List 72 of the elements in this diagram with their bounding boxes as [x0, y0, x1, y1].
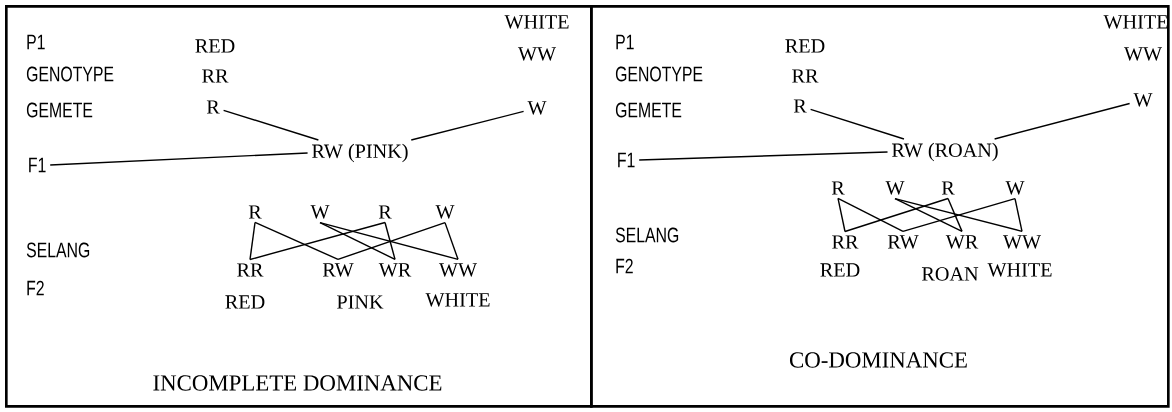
allele-text: RW [322, 263, 354, 277]
connector-line [444, 221, 459, 261]
allele-text: R [206, 100, 220, 114]
panel-box [5, 5, 593, 408]
phenotype-text: WHITE [987, 263, 1052, 277]
allele-text: RW (PINK) [312, 143, 408, 163]
allele-text: R [378, 205, 392, 219]
connector-line [384, 221, 396, 261]
row-label: SELANG [26, 242, 90, 258]
phenotype-text: RED [195, 39, 235, 53]
phenotype-text: WW [1123, 47, 1162, 61]
connector-line [319, 221, 459, 261]
row-label: F1 [618, 152, 635, 168]
allele-text: W [435, 205, 455, 219]
connector-line [410, 110, 525, 141]
row-label: F2 [27, 280, 44, 296]
allele-text: W [1133, 93, 1153, 107]
connector-line [947, 197, 963, 233]
connector-line [249, 221, 256, 261]
phenotype-text: RR [792, 69, 819, 83]
connector-line [844, 197, 949, 233]
panel-title: CO-DOMINANCE [789, 352, 967, 368]
allele-text: R [793, 99, 807, 113]
row-label: P1 [27, 34, 45, 50]
row-label: GENOTYPE [26, 66, 114, 82]
allele-text: W [885, 181, 905, 195]
allele-text: RW [887, 235, 919, 249]
allele-text: RR [237, 263, 264, 277]
row-label: F2 [616, 258, 633, 274]
allele-text: RW (ROAN) [892, 142, 998, 162]
allele-text: W [527, 101, 547, 115]
allele-text: WR [378, 263, 412, 277]
connector-line [809, 108, 905, 140]
connector-line [319, 221, 396, 261]
connector-line [337, 221, 446, 261]
allele-text: W [310, 205, 330, 219]
row-label: GEMETE [26, 102, 93, 118]
connector-line [222, 109, 320, 141]
phenotype-text: RR [202, 69, 229, 83]
row-label: P1 [616, 34, 634, 50]
phenotype-text: RED [820, 263, 860, 277]
phenotype-text: ROAN [921, 267, 979, 281]
phenotype-text: WHITE [504, 15, 569, 29]
allele-text: WR [945, 235, 979, 249]
connector-line [837, 197, 904, 233]
allele-text: WW [438, 263, 478, 277]
allele-text: R [941, 181, 955, 195]
connector-line [894, 197, 963, 233]
connector-line [1014, 197, 1023, 233]
phenotype-text: PINK [337, 295, 384, 309]
phenotype-text: WHITE [1103, 15, 1168, 29]
allele-text: RR [832, 235, 859, 249]
connector-line [49, 152, 309, 166]
connector-line [254, 221, 339, 261]
allele-text: R [831, 181, 845, 195]
row-label: F1 [29, 157, 46, 173]
row-label: SELANG [615, 227, 679, 243]
connector-line [993, 102, 1131, 140]
connector-line [249, 221, 386, 261]
row-label: GEMETE [615, 102, 682, 118]
allele-text: W [1005, 181, 1025, 195]
row-label: GENOTYPE [615, 66, 703, 82]
allele-text: R [248, 205, 262, 219]
phenotype-text: WHITE [425, 293, 490, 307]
phenotype-text: RED [225, 295, 265, 309]
connector-line [837, 197, 846, 233]
panel-title: INCOMPLETE DOMINANCE [153, 375, 442, 391]
phenotype-text: RED [785, 39, 825, 53]
panel-box [590, 5, 1170, 408]
allele-text: WW [1002, 235, 1042, 249]
connector-line [638, 151, 889, 161]
phenotype-text: WW [517, 47, 557, 61]
